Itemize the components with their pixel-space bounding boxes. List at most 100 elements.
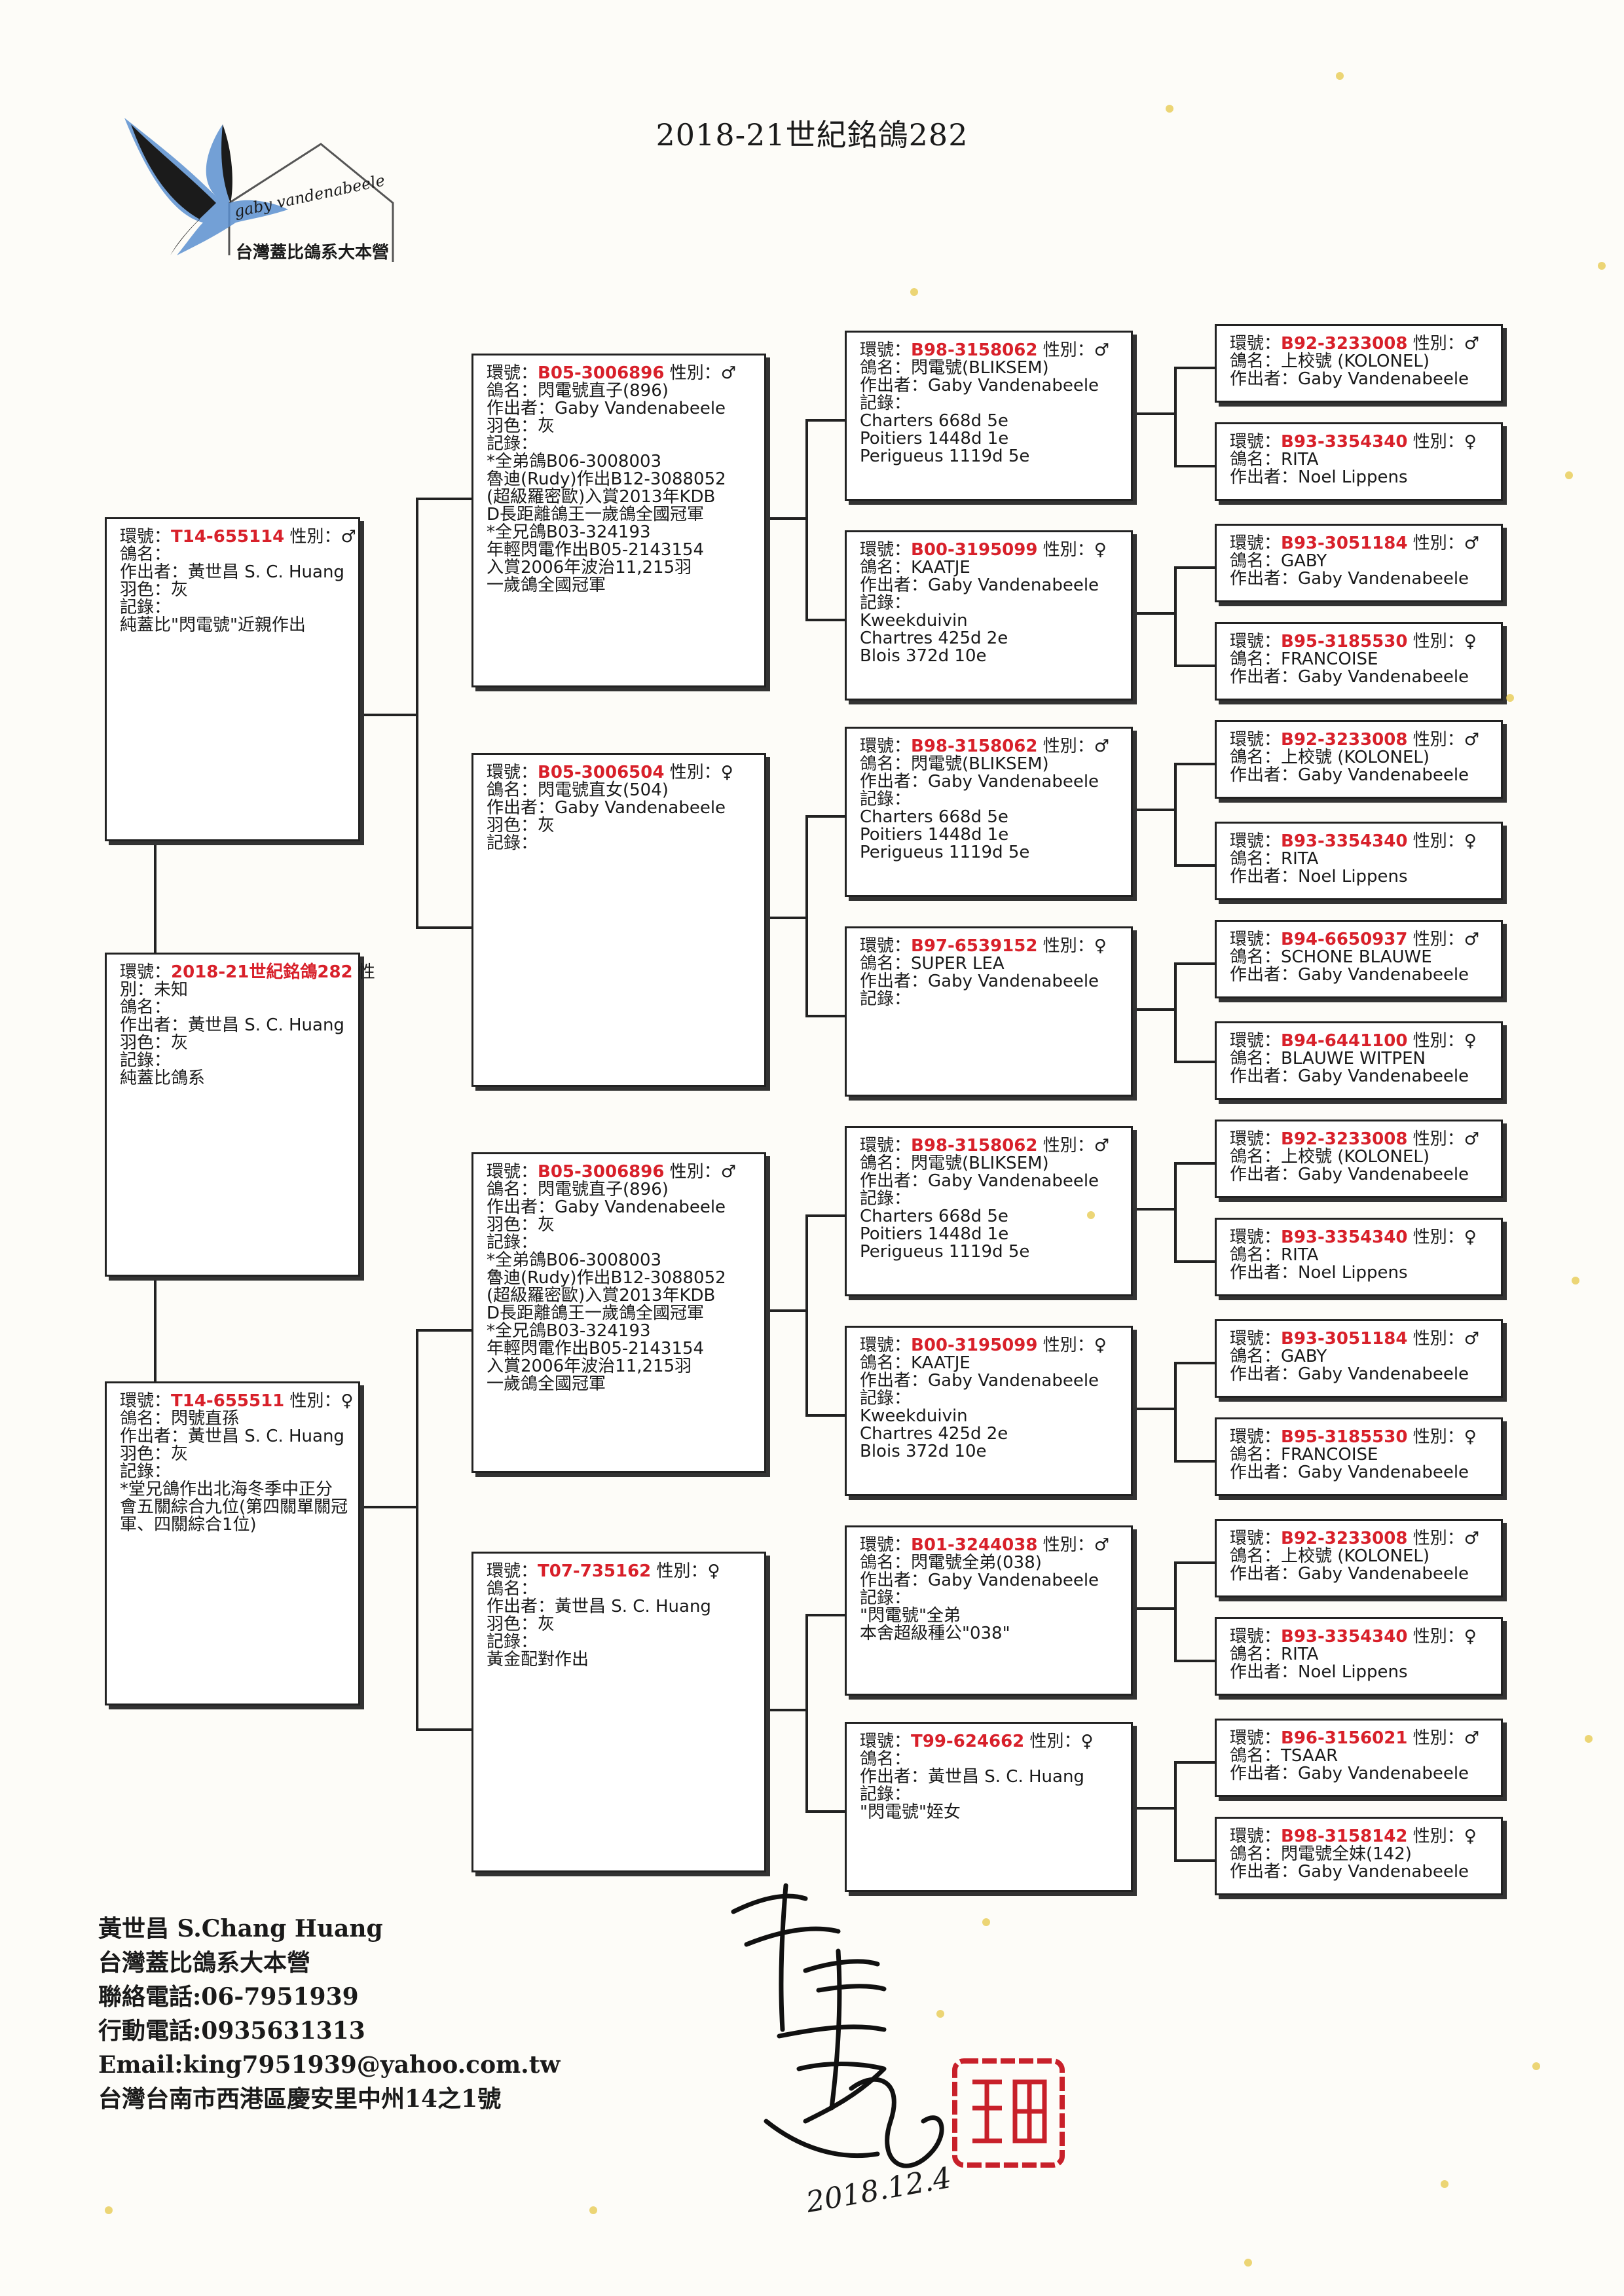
bird-info-line: Perigueus 1119d 5e: [860, 1242, 1030, 1262]
bird-info-line: 記錄：: [487, 1233, 538, 1252]
gg5-box: 環號：B92-3233008 性別：♂鴿名：上校號 (KOLONEL)作出者：G…: [1215, 720, 1503, 799]
sex-label: 性別：: [1407, 432, 1464, 452]
bird-info-line: 作出者：Noel Lippens: [1230, 867, 1408, 886]
ring-line: 環號：B05-3006896 性別：♂: [487, 365, 751, 382]
sex-label: 性別：: [1407, 1031, 1464, 1051]
paper-fleck: [1506, 694, 1514, 702]
subject-bird-box: 環號：2018-21世紀銘鴿282 性別：未知鴿名：作出者：黃世昌 S. C. …: [105, 953, 375, 1277]
bird-info-line: 記錄：: [120, 598, 172, 617]
ring-number: B05-3006896: [538, 363, 665, 383]
connector-line: [154, 1277, 157, 1381]
connector-line: [416, 498, 418, 929]
sex-value: ♂: [1464, 1129, 1480, 1149]
bird-info-line: 鴿名：KAATJE: [860, 558, 970, 577]
bird-info-line: 羽色：灰: [487, 1215, 555, 1235]
ring-label: 環號：: [1230, 1329, 1282, 1349]
sex-label: 性別：: [1407, 831, 1464, 851]
bird-info-line: 作出者：Gaby Vandenabeele: [487, 1197, 726, 1217]
bird-info-line: 魯迪(Rudy)作出B12-3088052: [487, 1268, 726, 1288]
connector-line: [1174, 665, 1215, 667]
ring-number: B92-3233008: [1281, 1529, 1408, 1548]
bird-info-line: 鴿名：閃電號(BLIKSEM): [860, 358, 1049, 378]
bird-info-line: 記錄：: [860, 1189, 912, 1209]
sex-label: 性別：: [1037, 1136, 1094, 1156]
bird-info-line: 一歲鴿全國冠軍: [487, 575, 606, 595]
sex-value: ♂: [1094, 1136, 1110, 1156]
bird-info-line: 鴿名：BLAUWE WITPEN: [1230, 1049, 1426, 1068]
ring-number: B94-6650937: [1281, 930, 1408, 949]
connector-line: [1174, 566, 1215, 569]
ring-label: 環號：: [487, 1561, 538, 1581]
bird-info-line: 作出者：Gaby Vandenabeele: [860, 972, 1099, 991]
ring-line: 環號：B93-3354340 性別：♀: [1230, 433, 1488, 451]
connector-line: [1174, 1761, 1177, 1862]
ring-label: 環號：: [1230, 534, 1282, 553]
page-title: 2018-21世紀銘鴿282: [655, 117, 969, 153]
bird-info-line: 會五關綜合九位(第四關單關冠: [120, 1497, 348, 1517]
sex-value: ♂: [341, 527, 356, 547]
bird-info-line: 鴿名：閃電號(BLIKSEM): [860, 1154, 1049, 1173]
sex-label: 性別：: [664, 363, 721, 383]
bird-info-line: 純蓋比"閃電號"近親作出: [120, 615, 306, 635]
bird-info-line: 鴿名：: [487, 1579, 538, 1599]
bird-info-line: 作出者：Gaby Vandenabeele: [487, 798, 726, 818]
ring-number: B95-3185530: [1281, 632, 1408, 651]
paper-fleck: [982, 1918, 990, 1926]
ring-label: 環號：: [860, 540, 912, 560]
ring-label: 環號：: [1230, 730, 1282, 750]
ring-label: 環號：: [1230, 1228, 1282, 1247]
sex-label: 性別：: [1407, 534, 1464, 553]
bird-info-line: D長距離鴿王一歲鴿全國冠軍: [487, 505, 705, 524]
ring-line: 環號：B93-3354340 性別：♀: [1230, 1628, 1488, 1646]
ring-number: B00-3195099: [911, 540, 1038, 560]
connector-line: [1174, 367, 1215, 369]
bird-info-line: 鴿名：RITA: [1230, 1245, 1319, 1265]
dss-box: 環號：B98-3158062 性別：♂鴿名：閃電號(BLIKSEM)作出者：Ga…: [845, 1126, 1133, 1296]
bird-info-line: 作出者：Gaby Vandenabeele: [860, 1571, 1099, 1590]
paper-fleck: [589, 2206, 597, 2214]
ring-label: 環號：: [1230, 1627, 1282, 1647]
bird-info-line: 別：未知: [120, 980, 189, 1000]
bird-info-line: 鴿名：RITA: [1230, 1645, 1319, 1664]
bird-info-line: 純蓋比鴿系: [120, 1068, 206, 1088]
ring-number: B00-3195099: [911, 1336, 1038, 1355]
ring-label: 環號：: [487, 763, 538, 782]
sex-label: 性別：: [1407, 930, 1464, 949]
bird-info-line: 作出者：Gaby Vandenabeele: [1230, 1564, 1469, 1584]
sex-value: ♀: [1464, 432, 1477, 452]
connector-line: [805, 419, 845, 422]
bird-info-line: Perigueus 1119d 5e: [860, 843, 1030, 862]
ring-number: B93-3051184: [1281, 1329, 1408, 1349]
bird-info-line: 作出者：Gaby Vandenabeele: [1230, 1066, 1469, 1086]
gg13-box: 環號：B92-3233008 性別：♂鴿名：上校號 (KOLONEL)作出者：G…: [1215, 1519, 1503, 1597]
sex-label: 性別：: [1037, 1336, 1094, 1355]
connector-line: [1133, 1807, 1174, 1810]
bird-info-line: 作出者：Gaby Vandenabeele: [860, 772, 1099, 792]
sex-value: ♀: [1464, 1427, 1477, 1447]
connector-line: [1174, 962, 1215, 965]
ring-line: 環號：B93-3051184 性別：♂: [1230, 1330, 1488, 1348]
bird-info-line: 羽色：灰: [487, 416, 555, 436]
ring-line: 環號：T14-655511 性別：♀: [120, 1393, 354, 1410]
sex-value: ♂: [720, 1162, 737, 1182]
bird-info-line: 鴿名：TSAAR: [1230, 1746, 1338, 1766]
bird-info-line: 羽色：灰: [120, 1033, 189, 1053]
signature-scribble-icon: [731, 1883, 944, 2168]
sex-value: ♂: [1094, 737, 1110, 756]
dove-logo-icon: [124, 118, 394, 262]
bird-info-line: (超級羅密歐)入賞2013年KDB: [487, 1286, 716, 1305]
bird-info-line: 記錄：: [120, 1051, 172, 1070]
bird-info-line: Kweekduivin: [860, 1406, 968, 1426]
ring-number: T99-624662: [911, 1732, 1025, 1751]
bird-info-line: 鴿名：GABY: [1230, 551, 1327, 571]
paper-fleck: [1572, 1277, 1579, 1285]
sex-value: ♂: [1094, 340, 1110, 360]
sex-value: ♂: [1464, 1529, 1480, 1548]
connector-line: [360, 714, 416, 716]
connector-line: [805, 1810, 845, 1813]
connector-line: [1174, 864, 1215, 867]
